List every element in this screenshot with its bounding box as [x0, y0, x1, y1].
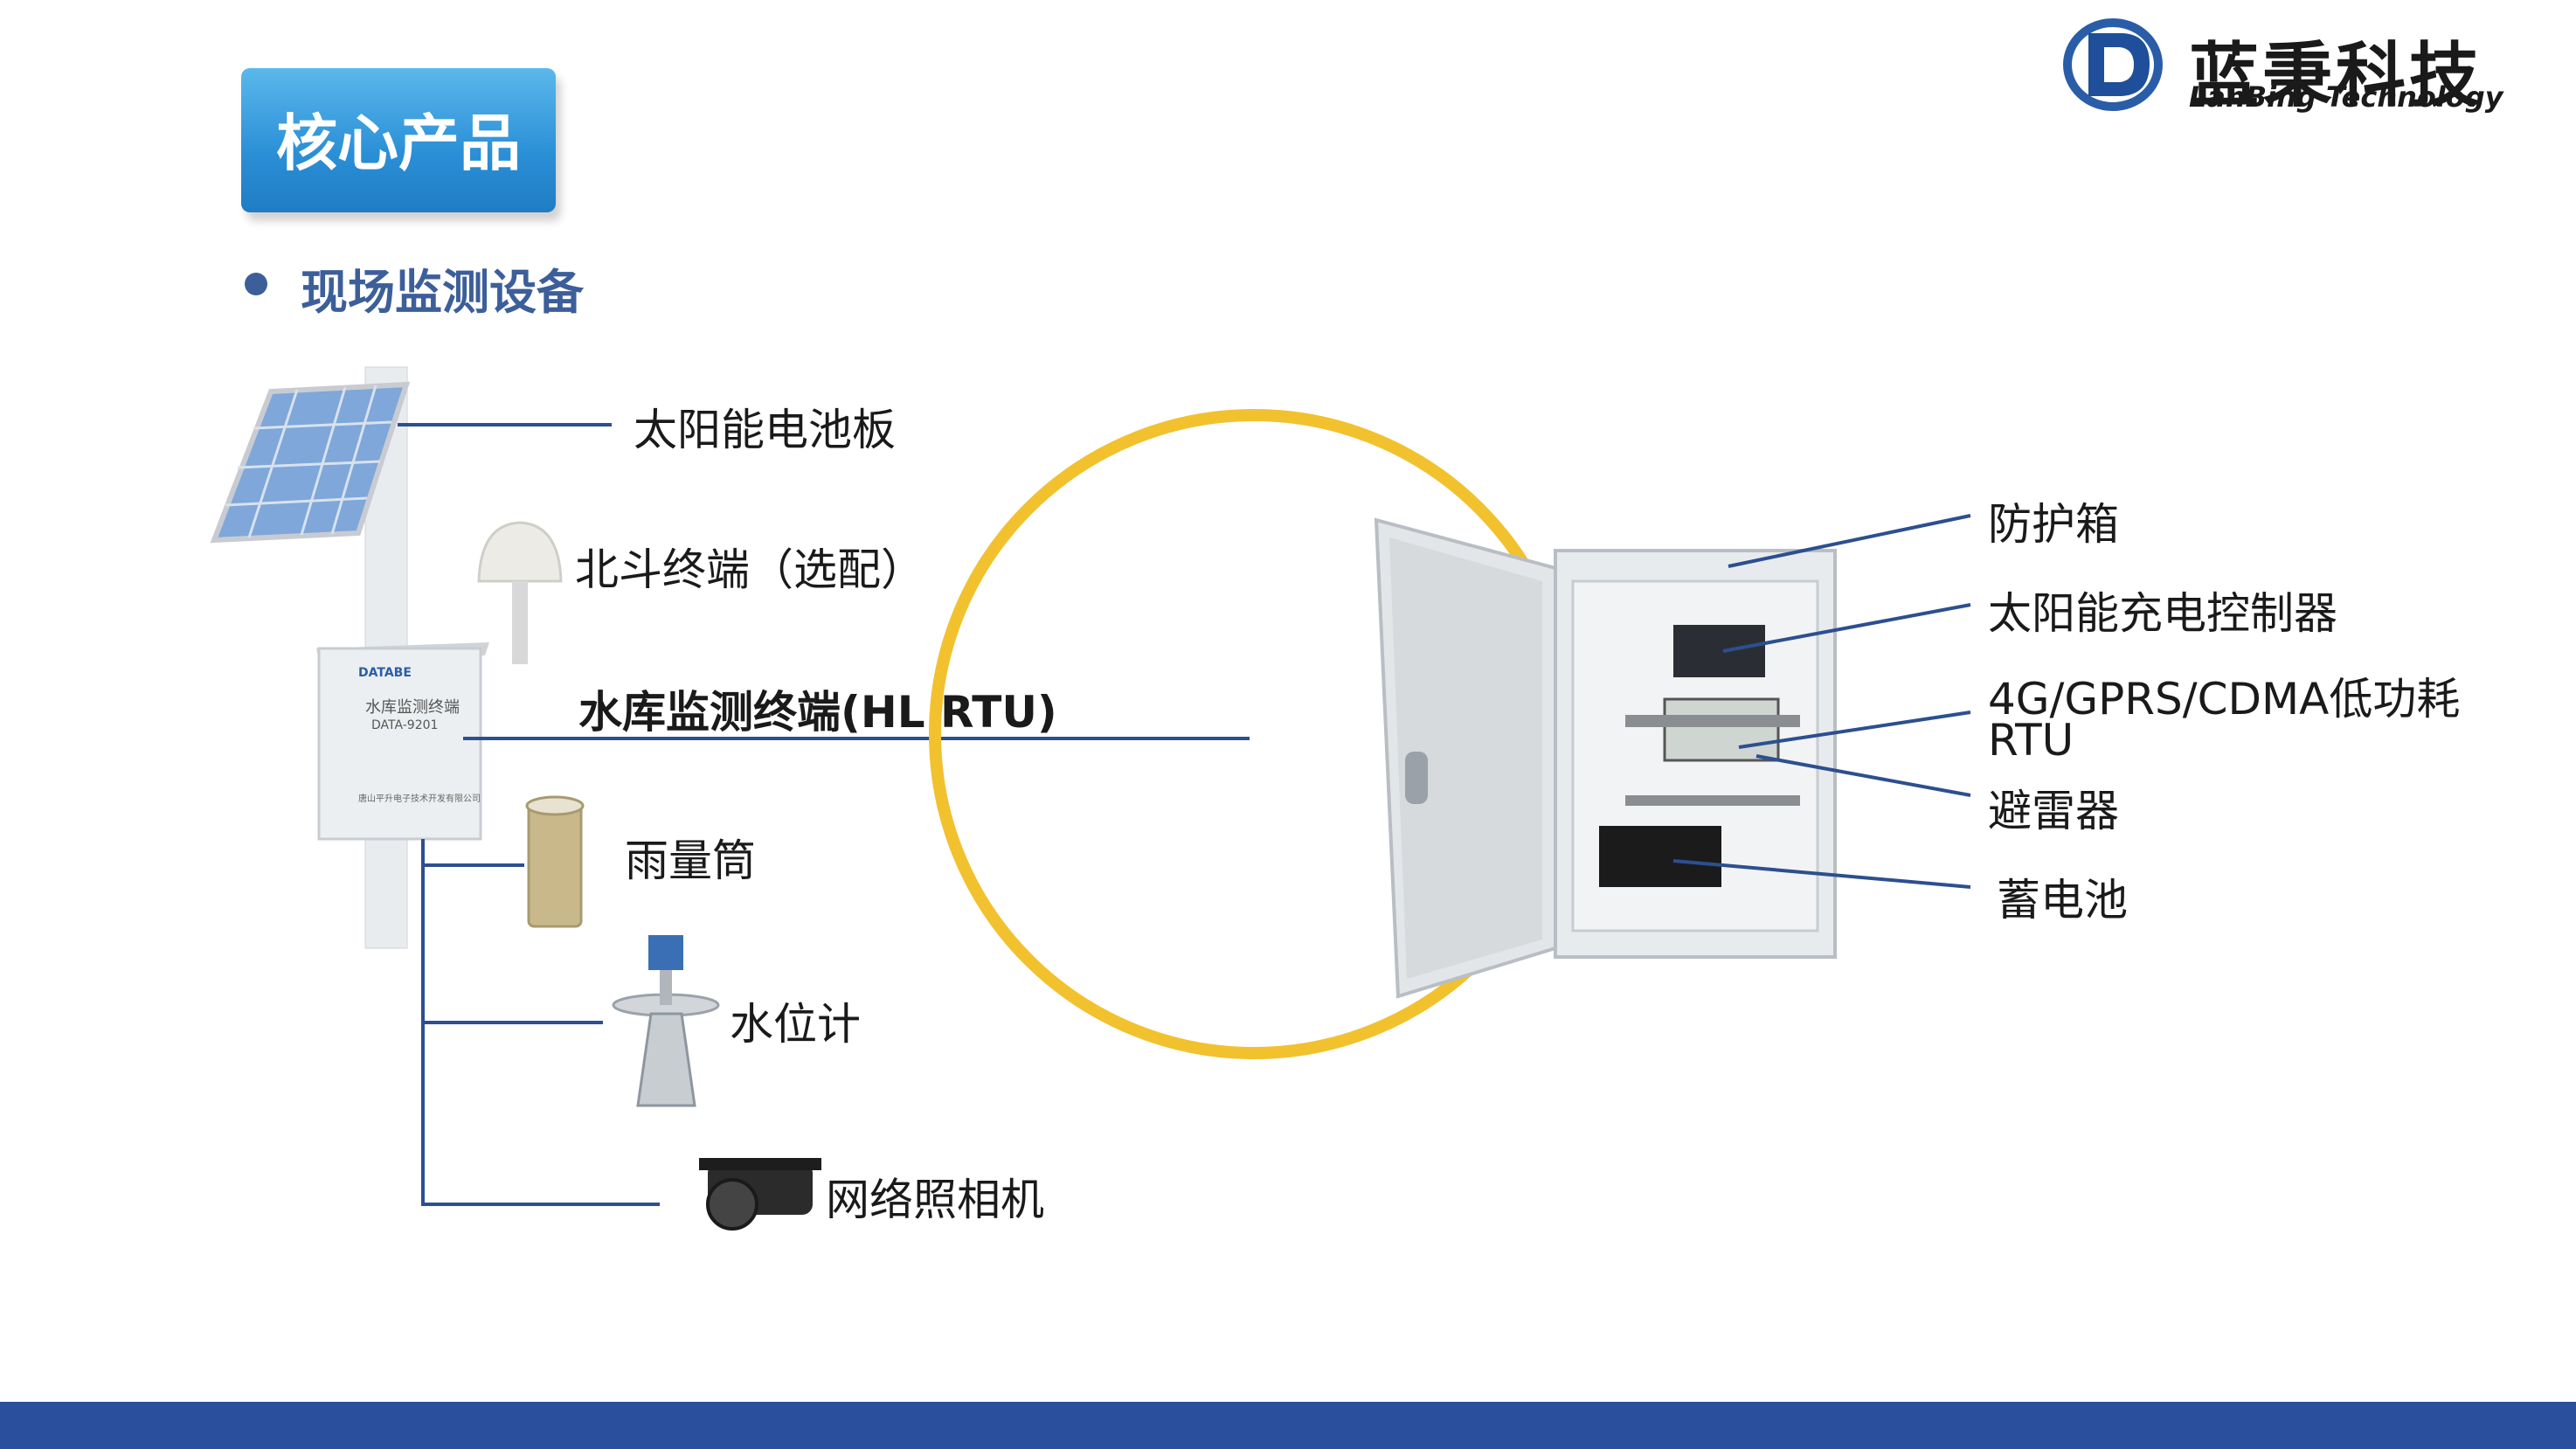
water-level-gauge-image [612, 935, 720, 1107]
label-water-level: 水位计 [730, 999, 861, 1050]
section-title: 核心产品 [276, 107, 521, 179]
rtu-box-brand: DATABE [358, 666, 412, 680]
rtu-box-name: 水库监测终端 [365, 698, 460, 717]
beidou-antenna-image [477, 521, 563, 664]
label-surge: 避雷器 [1988, 786, 2119, 836]
label-solar-panel: 太阳能电池板 [634, 405, 896, 455]
rain-gauge-image [525, 795, 585, 928]
company-logo [2062, 16, 2167, 112]
logo-icon [2063, 18, 2163, 111]
section-title-box: 核心产品 [241, 68, 556, 212]
label-rtu: 水库监测终端(HL RTU) [578, 687, 1057, 738]
label-rtu-line1: 4G/GPRS/CDMA低功耗 [1988, 674, 2461, 724]
bullet-heading: 现场监测设备 [301, 265, 584, 320]
logo-name-cn: 蓝秉科技 [2189, 35, 2483, 116]
rtu-box-company: 唐山平升电子技术开发有限公司 [358, 794, 481, 804]
solar-panel-image [210, 381, 411, 544]
label-enclosure: 防护箱 [1988, 499, 2119, 550]
label-solar-controller: 太阳能充电控制器 [1988, 588, 2337, 639]
logo-name-en: LanBing Technology [2189, 80, 2503, 114]
label-rain-gauge: 雨量筒 [625, 835, 756, 886]
bullet-dot [245, 273, 267, 295]
label-beidou: 北斗终端（选配） [575, 544, 924, 595]
footer-bar [0, 1402, 2576, 1449]
camera-image [699, 1158, 821, 1231]
label-rtu-line2: RTU [1988, 715, 2074, 766]
rtu-box-image [316, 642, 489, 841]
rtu-box-model: DATA-9201 [371, 718, 439, 732]
label-camera: 网络照相机 [826, 1175, 1044, 1225]
label-battery: 蓄电池 [1997, 875, 2128, 926]
